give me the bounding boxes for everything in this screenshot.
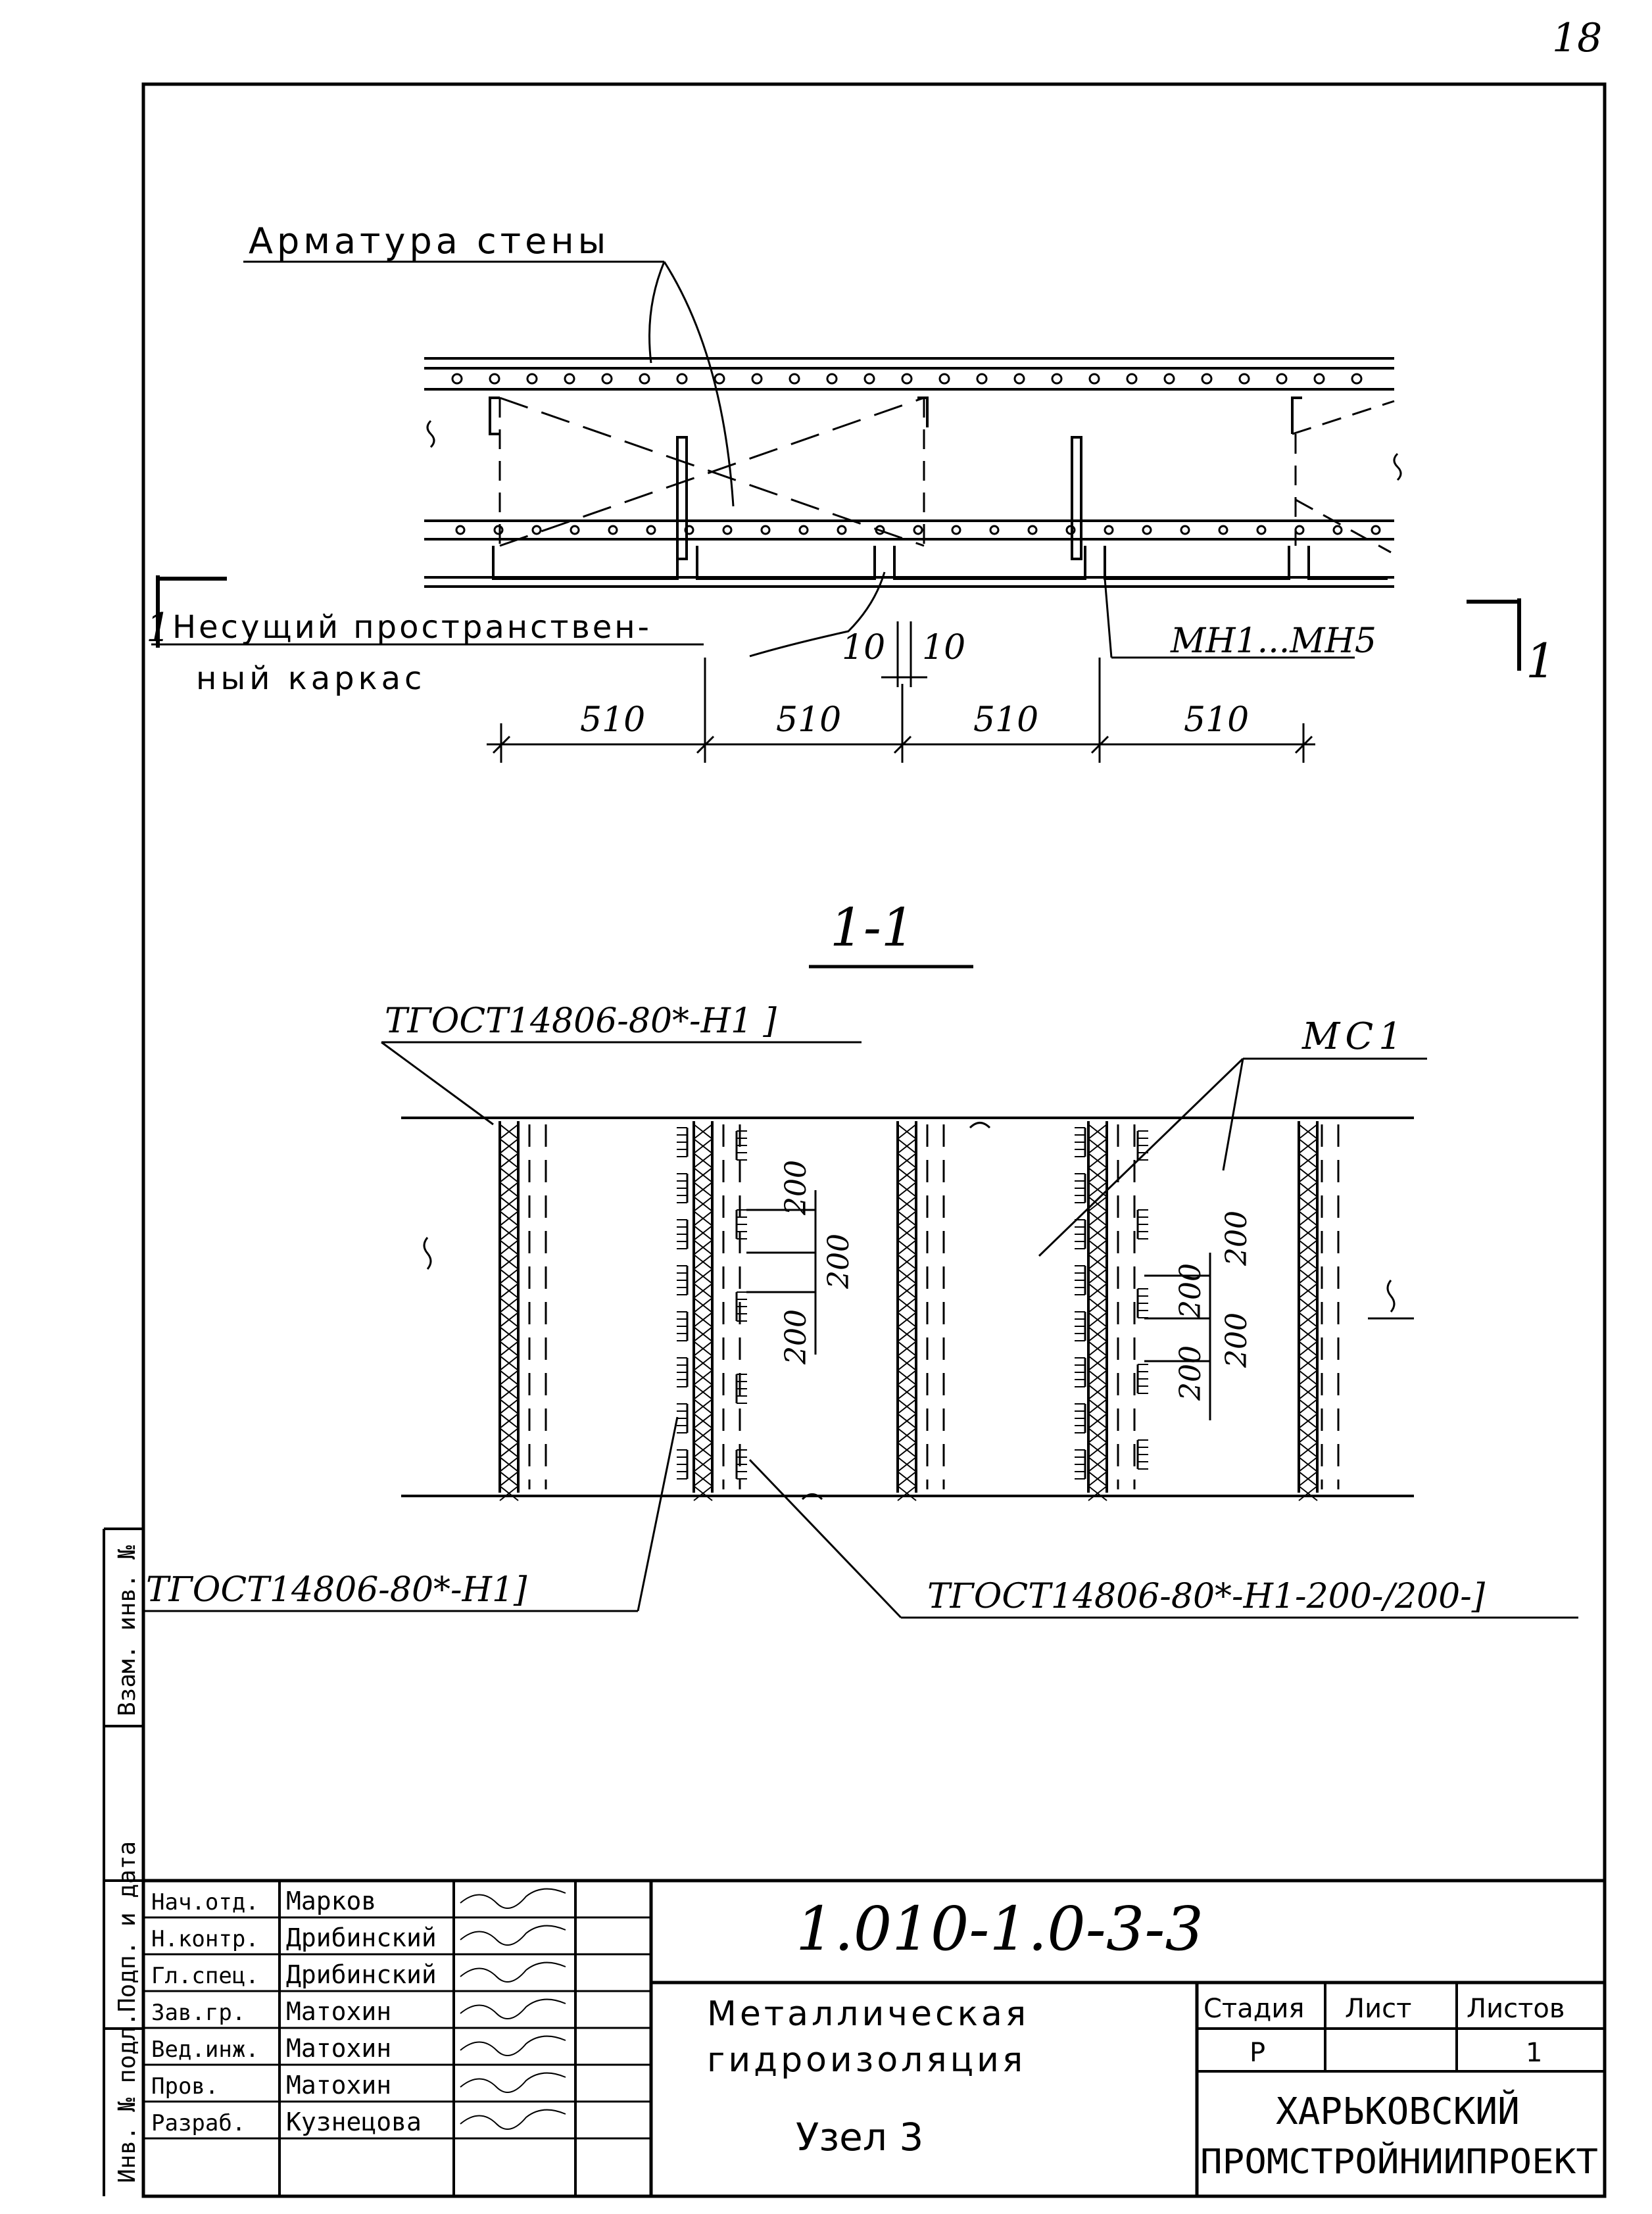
pitch-dimension: 200 <box>1220 1211 1253 1266</box>
signature <box>460 1961 566 1983</box>
drawing-node: Узел 3 <box>796 2115 923 2159</box>
staff-name: Дрибинский <box>286 1923 437 1952</box>
staff-role: Н.контр. <box>151 1926 259 1952</box>
pitch-dimension: 200 <box>1174 1263 1207 1319</box>
anchors-label: МН1...МН5 <box>1170 621 1376 661</box>
signature <box>460 2109 566 2130</box>
pitch-dimension: 200 <box>1174 1345 1207 1401</box>
section-title: 1-1 <box>830 897 915 958</box>
span-dimension: 510 <box>776 700 841 740</box>
drawing-title-line1: Металлическая <box>707 1994 1029 2034</box>
signature <box>460 1998 566 2019</box>
side-stamp <box>103 1528 143 2196</box>
drawing-frame <box>141 82 1607 2198</box>
stage-header: Стадия <box>1203 1994 1304 2024</box>
section-view <box>145 1041 1578 1619</box>
title-block <box>143 1879 1605 2196</box>
plan-view <box>151 260 1521 763</box>
weld-symbol-bottom-left: ΤΓΟСТ14806-80*-Н1] <box>146 1570 527 1610</box>
wall-rebar-label: Арматура стены <box>249 220 610 262</box>
signature <box>460 2072 566 2093</box>
span-dimension: 510 <box>973 700 1038 740</box>
page-number: 18 <box>1552 15 1602 61</box>
staff-role: Нач.отд. <box>151 1889 259 1915</box>
organization-line1: ХАРЬКОВСКИЙ <box>1276 2090 1520 2133</box>
staff-role: Пров. <box>151 2073 218 2100</box>
plate-mark-label: МС1 <box>1301 1015 1407 1058</box>
frame-label-line2: ный каркас <box>196 660 425 697</box>
staff-role: Вед.инж. <box>151 2036 259 2063</box>
staff-role: Разраб. <box>151 2110 245 2136</box>
sheets-header: Листов <box>1467 1994 1565 2024</box>
sheets-value: 1 <box>1526 2038 1542 2068</box>
frame-label-line1: Несущий пространствен- <box>172 609 652 646</box>
weld-symbol-top: ΤΓΟСТ14806-80*-Н1 ] <box>385 1001 777 1041</box>
staff-name: Кузнецова <box>286 2107 422 2136</box>
stage-value: Р <box>1250 2038 1265 2068</box>
pitch-dimension: 200 <box>779 1309 813 1365</box>
signature <box>460 1925 566 1946</box>
span-dimension: 510 <box>580 700 645 740</box>
span-dimension: 510 <box>1184 700 1249 740</box>
pitch-dimension: 200 <box>779 1160 813 1216</box>
pitch-dimension: 200 <box>822 1234 856 1289</box>
section-marker-left: 1 <box>146 605 171 651</box>
side-stamp-sign-date: Подп. и дата <box>114 1841 141 2012</box>
side-stamp-vzam: Взам. инв. № <box>114 1545 141 1716</box>
drawing-title-line2: гидроизоляция <box>707 2040 1026 2080</box>
staff-role: Зав.гр. <box>151 2000 245 2026</box>
side-stamp-inv-orig: Инв. № подл. <box>114 2012 141 2183</box>
staff-name: Матохин <box>286 1997 391 2026</box>
gap-left-dimension: 10 <box>842 628 885 667</box>
staff-name: Дрибинский <box>286 1960 437 1989</box>
staff-name: Матохин <box>286 2071 391 2100</box>
signature <box>460 1888 566 1909</box>
sheet-header: Лист <box>1345 1994 1411 2024</box>
section-marker-right: 1 <box>1526 633 1556 688</box>
staff-role: Гл.спец. <box>151 1963 259 1989</box>
staff-name: Марков <box>286 1887 376 1915</box>
signature <box>460 2035 566 2056</box>
gap-right-dimension: 10 <box>922 628 965 667</box>
weld-symbol-bottom-right: ΤΓΟСТ14806-80*-Н1-200-/200-] <box>927 1577 1486 1616</box>
drawing-code: 1.010-1.0-3-3 <box>796 1894 1203 1964</box>
pitch-dimension: 200 <box>1220 1312 1253 1368</box>
staff-name: Матохин <box>286 2034 391 2063</box>
organization-line2: ПРОМСТРОЙНИИПРОЕКТ <box>1200 2142 1598 2182</box>
